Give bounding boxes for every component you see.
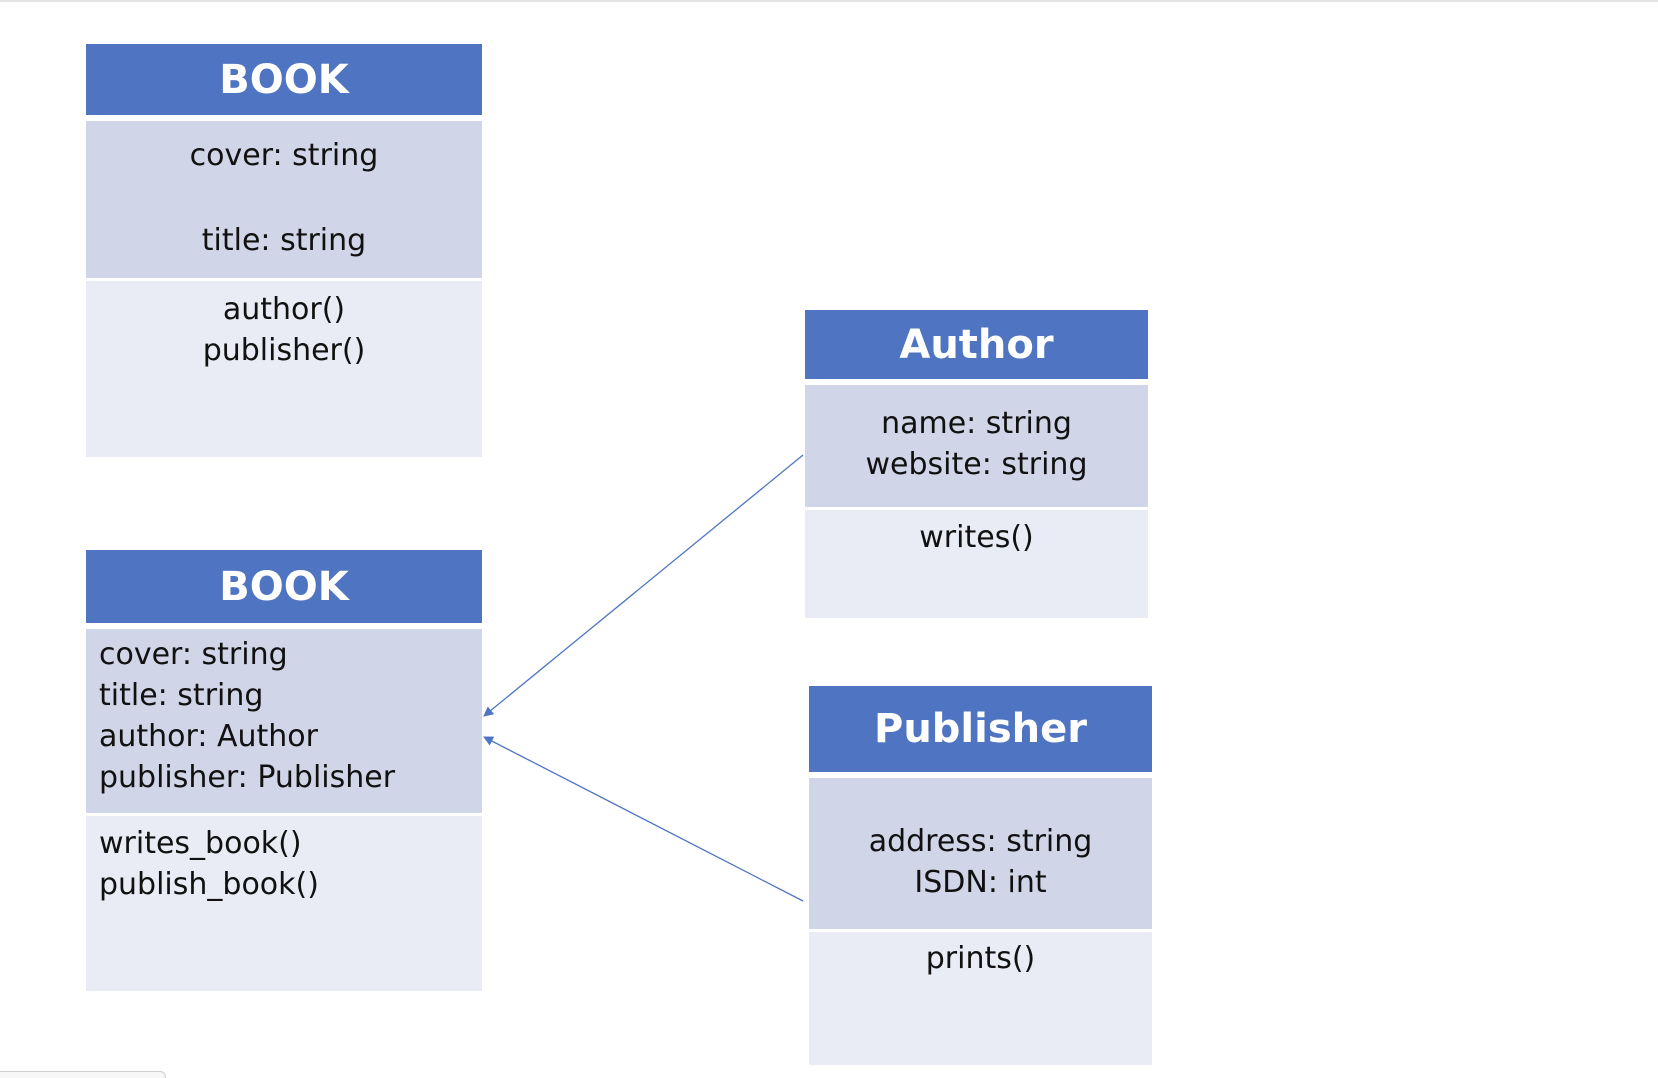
author-to-book-arrow: [483, 454, 804, 717]
attribute: title: string: [201, 223, 367, 258]
attribute: website: string: [865, 447, 1088, 482]
class-book-detailed: BOOK cover: string title: string author:…: [86, 550, 482, 991]
methods-compartment: writes_book() publish_book(): [86, 816, 482, 991]
method: author(): [222, 292, 346, 327]
attribute: cover: string: [99, 637, 288, 672]
class-name: Publisher: [809, 686, 1152, 772]
attributes-compartment: address: string ISDN: int: [809, 778, 1152, 929]
class-book-simple: BOOK cover: string title: string author(…: [86, 44, 482, 457]
class-name: BOOK: [86, 550, 482, 623]
class-publisher: Publisher address: string ISDN: int prin…: [809, 686, 1152, 1065]
attributes-compartment: cover: string title: string author: Auth…: [86, 629, 482, 813]
method: writes(): [919, 520, 1034, 555]
attribute: publisher: Publisher: [99, 760, 396, 795]
class-name: Author: [805, 310, 1148, 379]
attribute: title: string: [99, 678, 264, 713]
attribute: address: string: [868, 824, 1093, 859]
attribute: name: string: [881, 406, 1072, 441]
method: prints(): [925, 941, 1036, 976]
methods-compartment: prints(): [809, 932, 1152, 1065]
attribute: cover: string: [189, 138, 379, 173]
bottom-edge-tab: [0, 1071, 166, 1078]
top-divider: [0, 0, 1658, 2]
publisher-to-book-arrow: [483, 736, 804, 902]
attribute: ISDN: int: [914, 865, 1047, 900]
method: publish_book(): [99, 867, 319, 902]
methods-compartment: writes(): [805, 510, 1148, 618]
attributes-compartment: cover: string title: string: [86, 121, 482, 278]
class-author: Author name: string website: string writ…: [805, 310, 1148, 618]
attributes-compartment: name: string website: string: [805, 385, 1148, 507]
attribute: author: Author: [99, 719, 318, 754]
methods-compartment: author() publisher(): [86, 281, 482, 457]
method: writes_book(): [99, 826, 302, 861]
method: publisher(): [202, 333, 366, 368]
class-name: BOOK: [86, 44, 482, 115]
